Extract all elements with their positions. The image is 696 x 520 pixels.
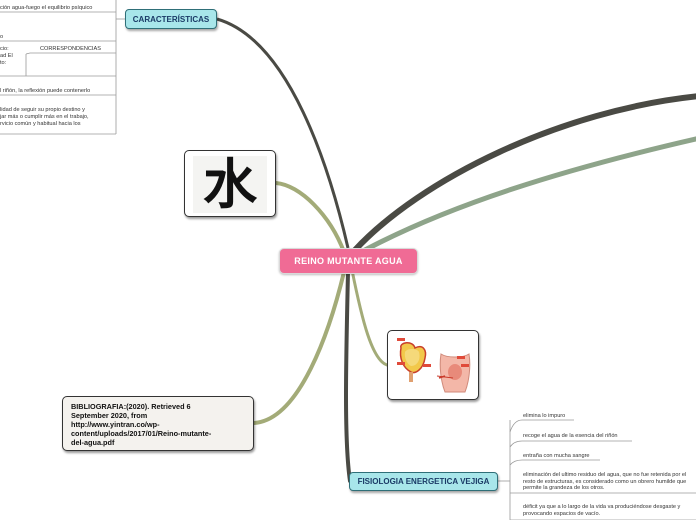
fisiologia-node[interactable]: FISIOLOGIA ENERGETICA VEJIGA	[349, 472, 498, 491]
caracteristicas-item: rvicio común y habitual hacia los	[0, 121, 81, 127]
caracteristicas-item: ad El	[0, 53, 13, 59]
caracteristicas-item: jar más o cumplir más en el trabajo,	[0, 114, 89, 120]
bladder-anatomy-icon	[395, 336, 473, 396]
bibliografia-text: http://www.yintran.co/wp-	[71, 420, 160, 429]
fisiologia-item: eliminación del ultimo residuo del agua,…	[523, 472, 687, 492]
caracteristicas-item: ción agua-fuego el equilibrio psíquico	[0, 5, 93, 11]
caracteristicas-item: o	[0, 34, 4, 40]
branch-upper-right	[352, 93, 696, 253]
kanji-glyph: 水	[203, 152, 257, 216]
fisiologia-item: déficit ya que a lo largo de la vida va …	[523, 504, 681, 517]
fisiologia-subtree-lines	[498, 419, 696, 520]
bibliografia-text: BIBLIOGRAFIA:(2020). Retrieved 6	[71, 402, 191, 411]
branch-bibliografia	[252, 270, 346, 425]
branch-anatomy	[350, 268, 389, 367]
central-topic[interactable]: REINO MUTANTE AGUA	[279, 248, 418, 274]
caracteristicas-item: to:	[0, 60, 7, 66]
branch-caracteristicas	[216, 17, 350, 249]
branch-kanji	[274, 181, 346, 254]
branch-right	[362, 136, 696, 253]
branch-fisiologia	[344, 270, 352, 483]
kanji-image-node[interactable]: 水	[184, 150, 276, 217]
caracteristicas-node[interactable]: CARACTERÍSTICAS	[125, 9, 217, 29]
fisiologia-item: recoge el agua de la esencia del riñón	[523, 433, 618, 439]
correspondencias-label[interactable]: CORRESPONDENCIAS	[40, 46, 101, 52]
fisiologia-item: entraña con mucha sangre	[523, 453, 590, 459]
anatomy-image-node[interactable]	[387, 330, 479, 400]
bibliografia-node[interactable]: BIBLIOGRAFIA:(2020). Retrieved 6 Septemb…	[62, 396, 254, 451]
water-kanji-icon: 水	[193, 156, 267, 213]
caracteristicas-subtree-lines	[0, 0, 125, 135]
bibliografia-text: content/uploads/2017/01/Reino-mutante-	[71, 429, 212, 438]
caracteristicas-item: cio:	[0, 46, 9, 52]
caracteristicas-item: lidad de seguir su propio destino y	[0, 107, 85, 113]
bibliografia-text: del-agua.pdf	[71, 438, 115, 447]
fisiologia-item: elimina lo impuro	[523, 413, 566, 419]
bibliografia-text: September 2020, from	[71, 411, 148, 420]
caracteristicas-item: l riñón, la reflexión puede contenerlo	[0, 88, 91, 94]
